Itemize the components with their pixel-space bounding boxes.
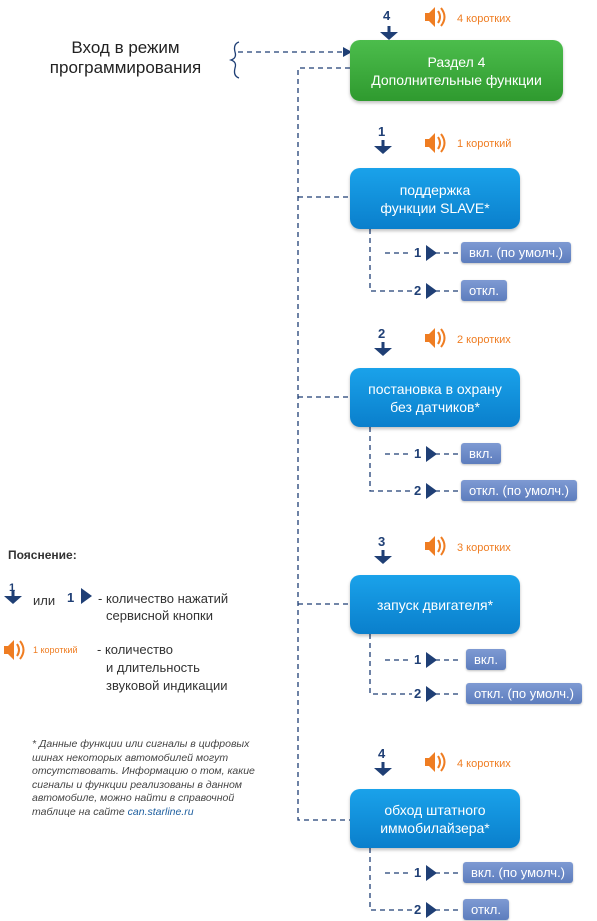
legend-press-desc-2: сервисной кнопки (106, 608, 213, 623)
legend-title: Пояснение: (8, 548, 77, 562)
legend-signal-desc-2: и длительность (106, 660, 200, 675)
function-2-box: постановка в охрану без датчиков* (350, 368, 520, 427)
section-title-line1: Раздел 4 (427, 53, 486, 70)
function-3-signal: 3 коротких (457, 542, 511, 554)
function-1-press-count: 1 (378, 124, 386, 139)
function-4-press-count: 4 (378, 746, 386, 761)
function-1-line2: функции SLAVE* (380, 199, 490, 216)
function-2-signal: 2 коротких (457, 334, 511, 346)
footnote-link[interactable]: can.starline.ru (127, 805, 194, 818)
function-3-press-count: 3 (378, 534, 386, 549)
function-2-option-1: вкл. (461, 443, 501, 464)
legend-signal-desc-3: звуковой индикации (106, 678, 228, 693)
function-4-option-2-num: 2 (414, 902, 422, 917)
footnote: * Данные функции или сигналы в цифровых … (32, 738, 257, 819)
function-3-option-1: вкл. (466, 649, 506, 670)
section-press-count: 4 (383, 8, 391, 23)
function-1-option-1-num: 1 (414, 245, 422, 260)
function-1-line1: поддержка (399, 181, 471, 198)
function-4-box: обход штатного иммобилайзера* (350, 789, 520, 848)
function-1-option-2: откл. (461, 280, 507, 301)
function-3-option-2: откл. (по умолч.) (466, 683, 583, 704)
function-4-line1: обход штатного (384, 801, 486, 818)
arrowhead-icon (343, 47, 352, 57)
function-3-box: запуск двигателя* (350, 575, 520, 634)
legend-signal-desc-1: - количество (97, 642, 174, 657)
function-1-option-2-num: 2 (414, 283, 422, 298)
function-4-line2: иммобилайзера* (380, 819, 490, 836)
section-title-line2: Дополнительные функции (371, 71, 542, 88)
function-4-option-1-num: 1 (414, 865, 422, 880)
function-1-signal: 1 короткий (457, 138, 512, 150)
function-2-option-1-num: 1 (414, 446, 422, 461)
function-2-line1: постановка в охрану (368, 380, 502, 397)
function-3-option-2-num: 2 (414, 686, 422, 701)
section-signal: 4 коротких (457, 13, 511, 25)
function-2-option-2: откл. (по умолч.) (461, 480, 578, 501)
function-3-option-1-num: 1 (414, 652, 422, 667)
function-3-line1: запуск двигателя* (376, 596, 494, 613)
legend-press-num-a: 1 (9, 582, 16, 594)
footnote-text: * Данные функции или сигналы в цифровых … (32, 738, 255, 818)
curly-brace-icon (228, 41, 240, 79)
function-2-press-count: 2 (378, 326, 386, 341)
function-4-option-1: вкл. (по умолч.) (463, 862, 574, 883)
entry-label: Вход в режим программирования (49, 38, 202, 77)
function-1-box: поддержка функции SLAVE* (350, 168, 520, 229)
legend-or: или (33, 593, 56, 608)
legend-press-num-b: 1 (67, 590, 75, 605)
function-2-line2: без датчиков* (390, 398, 480, 415)
function-1-option-1: вкл. (по умолч.) (461, 242, 572, 263)
section-box: Раздел 4 Дополнительные функции (350, 40, 563, 101)
legend-press-desc-1: - количество нажатий (98, 591, 229, 606)
legend-signal-example: 1 короткий (33, 645, 78, 655)
function-2-option-2-num: 2 (414, 483, 422, 498)
function-4-signal: 4 коротких (457, 758, 511, 770)
function-4-option-2: откл. (463, 899, 509, 920)
